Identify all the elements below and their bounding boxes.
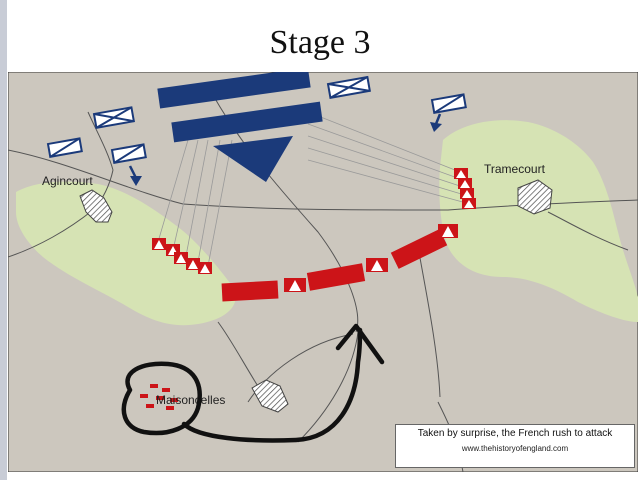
baggage-camp (140, 384, 178, 410)
archer-triangle-icon (366, 258, 388, 272)
english-men-at-arms (306, 263, 366, 291)
archer-triangle-icon (458, 178, 472, 189)
archer-triangle-icon (174, 252, 188, 264)
archer-triangle-icon (186, 258, 200, 270)
french-banner-icon (326, 75, 371, 99)
french-banner-icon (430, 93, 467, 114)
french-advance-arrow (213, 136, 293, 182)
tramecourt-label: Tramecourt (484, 162, 546, 176)
advance-arrow-icon (430, 113, 442, 132)
slide-title: Stage 3 (269, 24, 371, 61)
map-caption: Taken by surprise, the French rush to at… (395, 424, 635, 468)
annotation-circle (121, 361, 202, 436)
archer-triangle-icon (284, 278, 306, 292)
archer-fire-lines (157, 111, 471, 267)
archer-triangle-icon (454, 168, 468, 179)
french-rear-battle (171, 101, 323, 143)
english-men-at-arms (221, 280, 279, 302)
battle-map: Agincourt Tramecourt Maisoncelles (8, 72, 638, 472)
tramecourt-woods (439, 120, 638, 322)
maisoncelles-village (251, 379, 289, 413)
maisoncelles-label: Maisoncelles (156, 393, 225, 407)
archer-triangle-icon (438, 224, 458, 238)
hand-drawn-annotation (121, 323, 385, 443)
english-army (140, 168, 476, 410)
archer-triangle-icon (462, 198, 476, 209)
annotation-arrowhead (335, 323, 385, 365)
french-banner-icon (110, 143, 147, 164)
tramecourt-village (517, 179, 553, 215)
advance-arrow-icon (128, 165, 142, 186)
agincourt-label: Agincourt (42, 174, 93, 188)
english-men-at-arms (390, 229, 448, 269)
agincourt-woods (16, 181, 236, 326)
french-army (46, 72, 467, 186)
archer-triangle-icon (460, 188, 474, 199)
caption-source: www.thehistoryofengland.com (461, 444, 569, 453)
french-main-battle (157, 72, 311, 109)
archer-triangle-icon (198, 262, 212, 274)
annotation-arrow (181, 327, 363, 443)
archer-triangle-icon (152, 238, 166, 250)
agincourt-village (79, 189, 113, 223)
window-edge (0, 0, 7, 480)
french-banner-icon (92, 106, 136, 129)
french-banner-icon (46, 137, 83, 158)
caption-text: Taken by surprise, the French rush to at… (417, 428, 613, 439)
